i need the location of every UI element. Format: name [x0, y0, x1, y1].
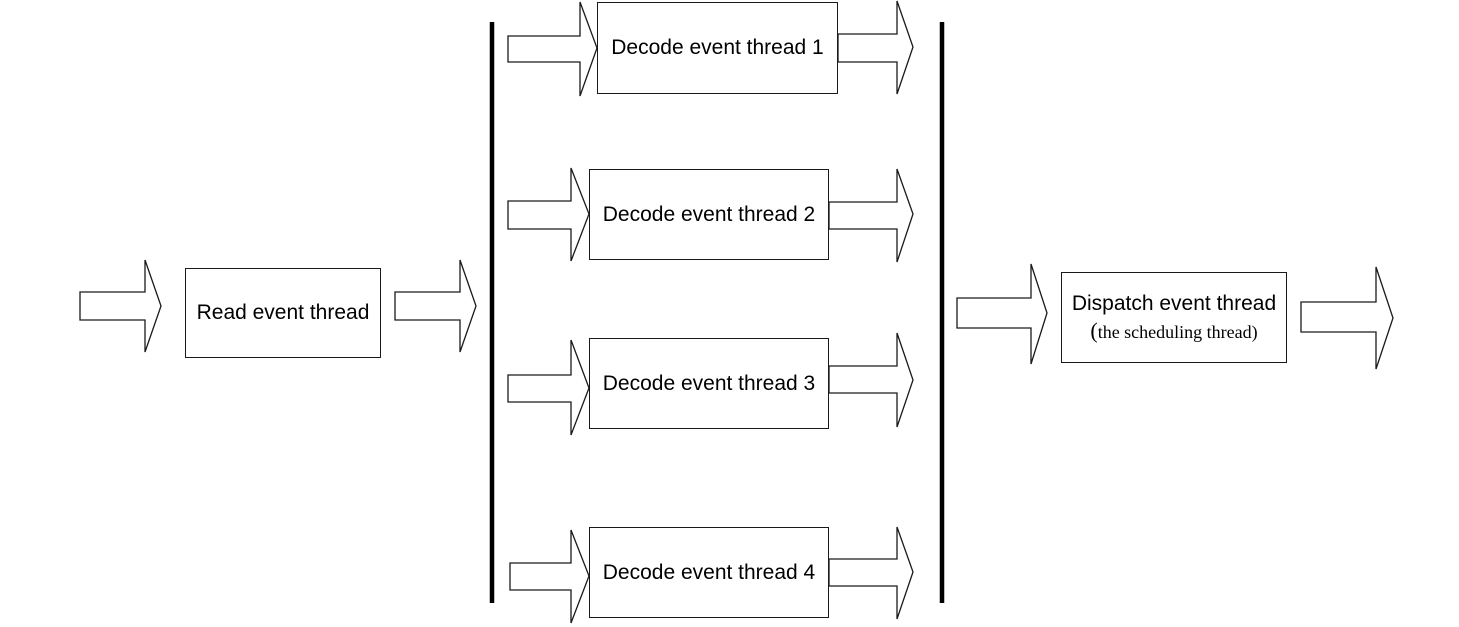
arrow-out-decoder-4: [828, 526, 914, 620]
arrow-into-dispatch: [956, 263, 1048, 365]
dispatch-event-thread-box: Dispatch event thread (the scheduling th…: [1061, 272, 1287, 363]
arrow-dispatch-out: [1300, 266, 1394, 370]
decode-event-thread-1-box: Decode event thread 1: [597, 2, 838, 94]
decode-event-thread-3-label: Decode event thread 3: [602, 371, 816, 395]
decode-event-thread-2-box: Decode event thread 2: [589, 169, 829, 260]
arrow-into-decoder-1: [507, 1, 598, 97]
arrow-out-decoder-2: [828, 168, 914, 263]
sublabel-text: the scheduling thread: [1097, 321, 1252, 342]
read-event-thread-box: Read event thread: [185, 268, 381, 358]
decode-event-thread-4-label: Decode event thread 4: [602, 560, 816, 584]
decode-event-thread-2-label: Decode event thread 2: [602, 202, 816, 226]
decode-event-thread-1-label: Decode event thread 1: [611, 36, 824, 60]
decode-event-thread-3-box: Decode event thread 3: [589, 338, 829, 429]
sublabel-open-paren: (: [1090, 317, 1098, 343]
arrow-out-decoder-1: [837, 0, 914, 95]
dispatch-event-thread-sublabel: (the scheduling thread): [1090, 318, 1257, 344]
arrow-input: [79, 259, 162, 353]
arrow-out-decoder-3: [828, 332, 914, 428]
decode-event-thread-4-box: Decode event thread 4: [589, 527, 829, 618]
dispatch-event-thread-label: Dispatch event thread: [1071, 291, 1277, 315]
arrow-into-decoder-2: [507, 167, 590, 262]
arrow-into-decoder-3: [507, 339, 590, 436]
arrow-read-out: [394, 259, 477, 353]
sublabel-close-paren: ): [1251, 321, 1258, 342]
read-event-thread-label: Read event thread: [196, 301, 370, 325]
arrow-into-decoder-4: [509, 529, 590, 624]
